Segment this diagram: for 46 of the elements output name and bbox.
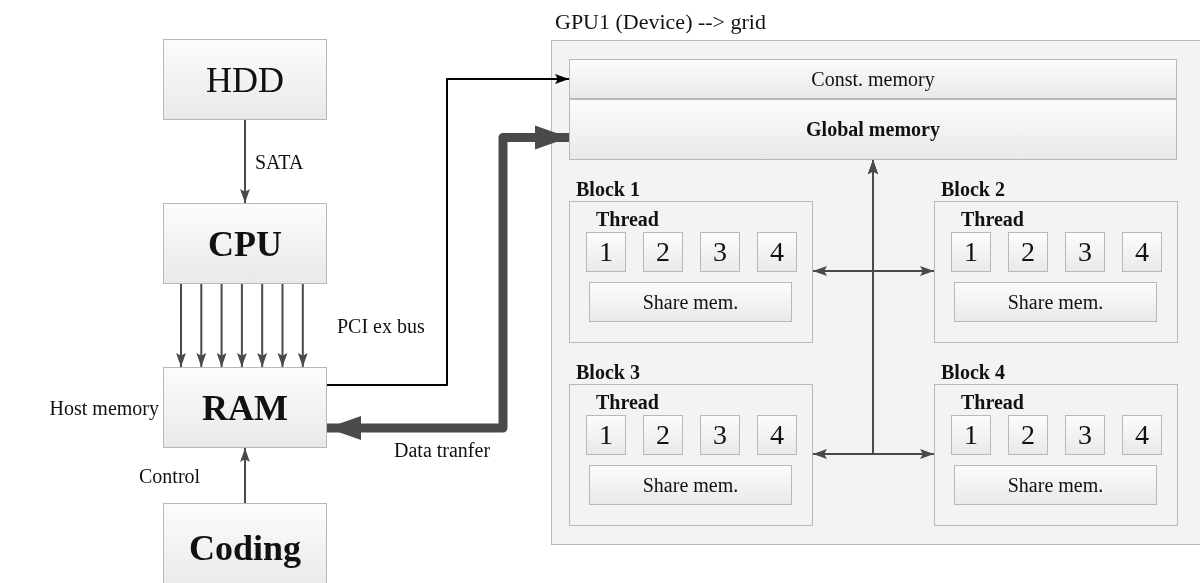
memory-bar: Global memory [569,99,1177,160]
arrow [237,283,247,368]
thread-box: 4 [757,232,797,272]
memory-box: Share mem. [589,465,792,505]
thread-box: 4 [1122,232,1162,272]
thread-box: 1 [586,232,626,272]
thread-box: 1 [951,415,991,455]
thread-box: 3 [700,232,740,272]
arrow [327,125,569,440]
process-box: RAM [163,367,327,448]
thread-box: 2 [643,232,683,272]
thread-box: 2 [643,415,683,455]
arrow [277,283,288,368]
arrow [196,283,207,368]
memory-box: Share mem. [954,465,1157,505]
arrow [240,447,250,504]
arrow [216,283,227,368]
thread-box: 4 [757,415,797,455]
arrow [257,283,268,368]
arrow [176,283,186,368]
process-box: HDD [163,39,327,120]
memory-box: Share mem. [954,282,1157,322]
thread-box: 3 [1065,232,1105,272]
block-title: Block 4 [941,361,1005,383]
thread-box: 3 [700,415,740,455]
memory-bar: Const. memory [569,59,1177,99]
thread-box: 2 [1008,232,1048,272]
block-title: Block 2 [941,178,1005,200]
container-title: GPU1 (Device) --> grid [555,11,766,33]
thread-box: 3 [1065,415,1105,455]
process-box: CPU [163,203,327,284]
thread-heading: Thread [961,208,1024,230]
thread-box: 2 [1008,415,1048,455]
thread-heading: Thread [596,208,659,230]
block-title: Block 3 [576,361,640,383]
block-title: Block 1 [576,178,640,200]
memory-box: Share mem. [589,282,792,322]
arrow [326,74,570,386]
thread-heading: Thread [596,391,659,413]
arrow [240,119,250,204]
process-box: Coding [163,503,327,583]
thread-box: 4 [1122,415,1162,455]
thread-heading: Thread [961,391,1024,413]
thread-box: 1 [951,232,991,272]
thread-box: 1 [586,415,626,455]
arrow [297,283,308,368]
